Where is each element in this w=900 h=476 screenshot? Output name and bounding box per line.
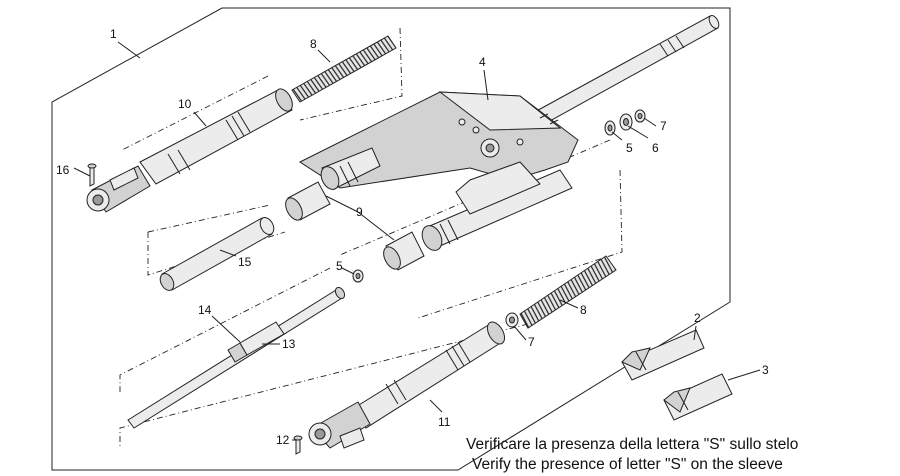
callout-5-lower: 5 (336, 259, 343, 273)
callout-7-lower: 7 (528, 335, 535, 349)
part-12-bolt (293, 435, 303, 455)
part-7-nut-lower (505, 312, 519, 328)
callout-11: 11 (438, 415, 451, 429)
callout-7-upper: 7 (660, 119, 667, 133)
part-10-fork-leg-left (86, 88, 293, 213)
callout-3: 3 (762, 363, 769, 377)
callout-2: 2 (694, 311, 701, 325)
callout-10: 10 (178, 97, 192, 111)
callout-12: 12 (276, 433, 290, 447)
part-11-fork-leg-right (308, 321, 506, 449)
part-5-6-7-washers-nut (604, 109, 646, 136)
note-italian: Verificare la presenza della lettera "S"… (466, 436, 798, 453)
part-2-sleeve (621, 329, 705, 381)
callout-13: 13 (282, 337, 296, 351)
callout-labels: 1 2 3 4 5 5 6 7 7 8 8 9 10 11 12 13 14 1… (56, 27, 769, 447)
part-4-steering-stem-clamp (298, 15, 720, 251)
part-15-tube (159, 217, 275, 291)
part-9-bushings (285, 181, 425, 271)
part-8-spring-lower (519, 255, 617, 329)
callout-6: 6 (652, 141, 659, 155)
note-english: Verify the presence of letter "S" on the… (472, 456, 783, 473)
part-8-spring-upper (291, 35, 397, 103)
callout-16: 16 (56, 163, 70, 177)
part-13-rod-piston (227, 321, 285, 363)
assembly-boundary-frame (51, 7, 731, 471)
callout-8-upper: 8 (310, 37, 317, 51)
callout-leaders (73, 41, 761, 441)
callout-4: 4 (479, 55, 486, 69)
part-5-washer-lower (352, 269, 364, 283)
callout-15: 15 (238, 255, 252, 269)
callout-14: 14 (198, 303, 212, 317)
callout-9: 9 (356, 205, 363, 219)
callout-5-upper: 5 (626, 141, 633, 155)
part-3-sleeve (663, 373, 733, 421)
callout-8-lower: 8 (580, 303, 587, 317)
part-16-bolt (87, 163, 97, 187)
callout-1: 1 (110, 27, 117, 41)
